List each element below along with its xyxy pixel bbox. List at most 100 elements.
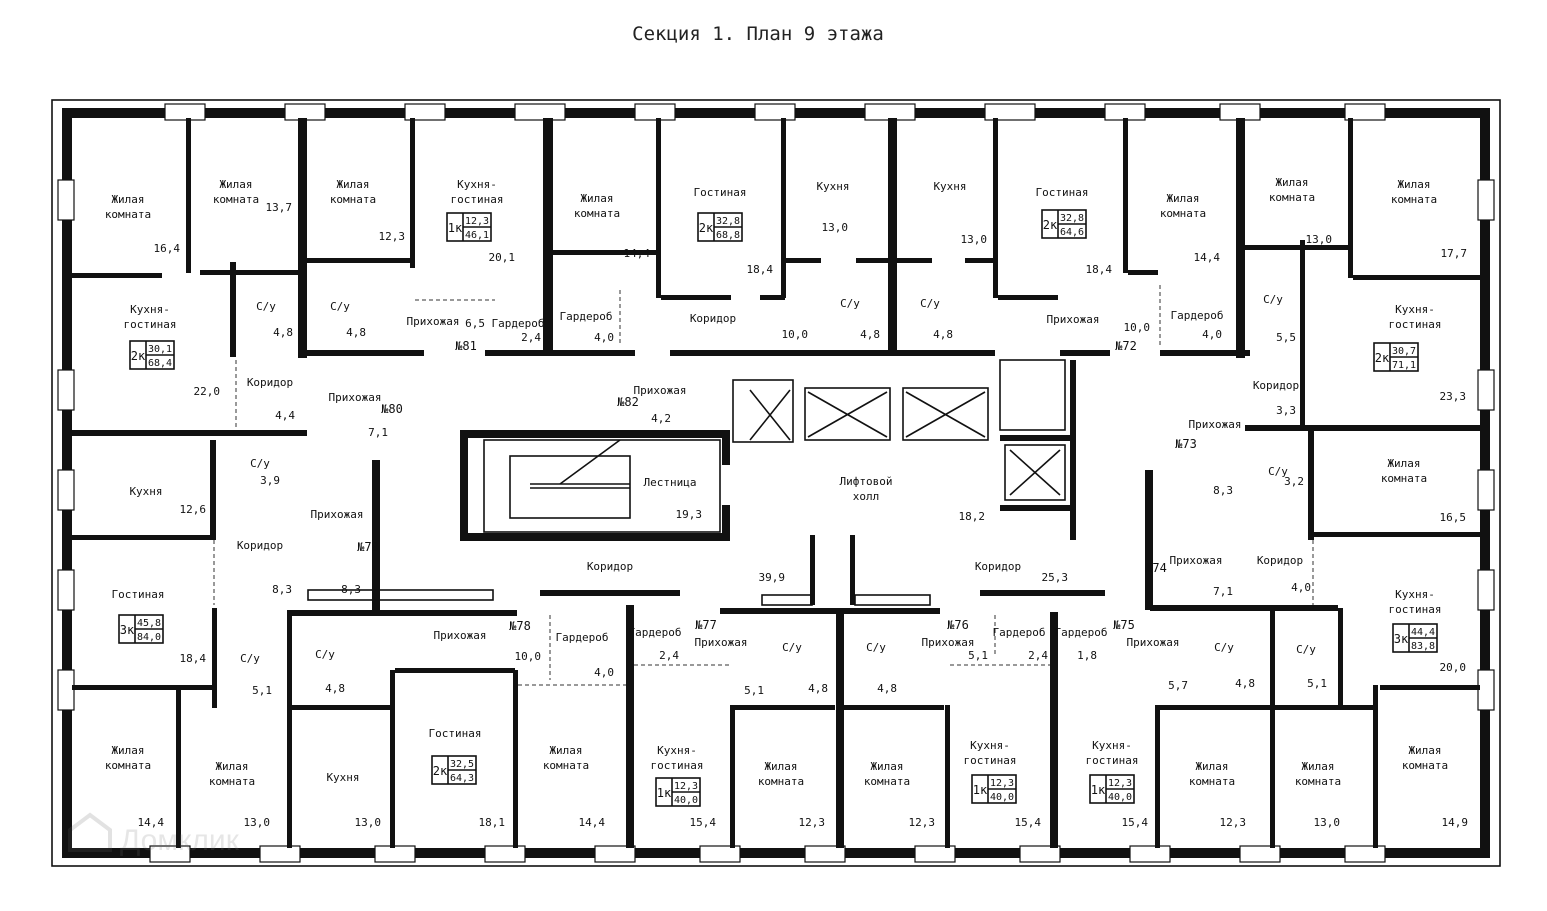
svg-text:12,3: 12,3 xyxy=(799,816,826,829)
svg-text:8,3: 8,3 xyxy=(272,583,292,596)
svg-text:комната: комната xyxy=(105,208,151,221)
svg-text:15,4: 15,4 xyxy=(1122,816,1149,829)
svg-text:12,3: 12,3 xyxy=(1220,816,1247,829)
svg-text:14,9: 14,9 xyxy=(1442,816,1469,829)
apartment-79: №79 xyxy=(357,540,379,554)
svg-text:холл: холл xyxy=(853,490,880,503)
badge-1k-40-0-a: 1к 12,3 40,0 xyxy=(655,777,701,807)
badge-2k-68-8: 2к 32,8 68,8 xyxy=(697,212,743,242)
interior-walls xyxy=(72,118,1480,848)
svg-text:Коридор: Коридор xyxy=(1253,379,1299,392)
svg-text:Прихожая: Прихожая xyxy=(1047,313,1100,326)
svg-text:Коридор: Коридор xyxy=(690,312,736,325)
svg-text:С/у: С/у xyxy=(256,300,276,313)
svg-text:30,7: 30,7 xyxy=(1392,346,1416,357)
svg-text:Прихожая: Прихожая xyxy=(634,384,687,397)
svg-text:С/у: С/у xyxy=(782,641,802,654)
svg-text:4,8: 4,8 xyxy=(860,328,880,341)
svg-text:С/у: С/у xyxy=(1268,465,1288,478)
svg-text:13,0: 13,0 xyxy=(822,221,849,234)
apartment-73: №73 xyxy=(1175,437,1197,451)
apartment-81: №81 xyxy=(455,339,477,353)
svg-text:13,0: 13,0 xyxy=(355,816,382,829)
apartment-numbers: №72 №73 №74 №75 №76 №77 №78 №79 №80 №81 … xyxy=(357,339,1197,633)
svg-text:1,8: 1,8 xyxy=(1077,649,1097,662)
apartment-77: №77 xyxy=(695,618,717,632)
svg-text:40,0: 40,0 xyxy=(1108,792,1132,803)
svg-text:Жилая: Жилая xyxy=(111,193,144,206)
svg-text:Кухня-: Кухня- xyxy=(130,303,170,316)
svg-text:13,0: 13,0 xyxy=(244,816,271,829)
svg-text:Домклик: Домклик xyxy=(120,824,240,857)
svg-text:14,4: 14,4 xyxy=(579,816,606,829)
apartment-78: №78 xyxy=(509,619,531,633)
svg-text:15,4: 15,4 xyxy=(690,816,717,829)
svg-text:4,8: 4,8 xyxy=(808,682,828,695)
svg-text:20,1: 20,1 xyxy=(489,251,516,264)
watermark-logo: Домклик xyxy=(68,812,240,857)
apartment-72: №72 xyxy=(1115,339,1137,353)
svg-text:Жилая: Жилая xyxy=(336,178,369,191)
svg-text:Гардероб: Гардероб xyxy=(993,626,1046,639)
svg-text:Гостиная: Гостиная xyxy=(1036,186,1089,199)
svg-text:2,4: 2,4 xyxy=(1028,649,1048,662)
svg-text:Кухня-: Кухня- xyxy=(970,739,1010,752)
svg-text:3к: 3к xyxy=(120,623,135,637)
svg-text:4,8: 4,8 xyxy=(325,682,345,695)
svg-text:4,0: 4,0 xyxy=(594,331,614,344)
svg-text:Жилая: Жилая xyxy=(870,760,903,773)
svg-text:4,0: 4,0 xyxy=(594,666,614,679)
svg-text:68,4: 68,4 xyxy=(148,358,172,369)
svg-text:комната: комната xyxy=(330,193,376,206)
svg-text:комната: комната xyxy=(1295,775,1341,788)
svg-text:3,3: 3,3 xyxy=(1276,404,1296,417)
svg-text:32,8: 32,8 xyxy=(716,216,740,227)
apartment-76: №76 xyxy=(947,618,969,632)
svg-text:С/у: С/у xyxy=(840,297,860,310)
apartment-75: №75 xyxy=(1113,618,1135,632)
svg-text:Коридор: Коридор xyxy=(1257,554,1303,567)
svg-text:18,4: 18,4 xyxy=(747,263,774,276)
svg-text:Жилая: Жилая xyxy=(1195,760,1228,773)
svg-text:комната: комната xyxy=(213,193,259,206)
svg-text:Жилая: Жилая xyxy=(219,178,252,191)
svg-text:Жилая: Жилая xyxy=(764,760,797,773)
svg-text:гостиная: гостиная xyxy=(964,754,1017,767)
svg-text:С/у: С/у xyxy=(330,300,350,313)
svg-text:13,7: 13,7 xyxy=(266,201,293,214)
svg-text:Кухня-: Кухня- xyxy=(1395,588,1435,601)
svg-text:10,0: 10,0 xyxy=(515,650,542,663)
svg-text:3,2: 3,2 xyxy=(1284,475,1304,488)
svg-text:гостиная: гостиная xyxy=(1389,603,1442,616)
badge-1k-40-0-c: 1к 12,3 40,0 xyxy=(1089,774,1135,804)
svg-text:Гардероб: Гардероб xyxy=(1171,309,1224,322)
svg-text:С/у: С/у xyxy=(240,652,260,665)
apartment-80: №80 xyxy=(381,402,403,416)
svg-text:Кухня: Кухня xyxy=(816,180,849,193)
svg-text:2,4: 2,4 xyxy=(521,331,541,344)
svg-text:Жилая: Жилая xyxy=(1166,192,1199,205)
svg-text:10,0: 10,0 xyxy=(1124,321,1151,334)
svg-text:84,0: 84,0 xyxy=(137,632,161,643)
svg-text:19,3: 19,3 xyxy=(676,508,703,521)
svg-text:68,8: 68,8 xyxy=(716,230,740,241)
svg-text:Прихожая: Прихожая xyxy=(311,508,364,521)
area-values: 16,4 13,7 12,3 20,1 14,4 18,4 13,0 13,0 … xyxy=(138,201,1469,829)
svg-text:С/у: С/у xyxy=(1263,293,1283,306)
svg-text:Коридор: Коридор xyxy=(247,376,293,389)
svg-text:Кухня-: Кухня- xyxy=(657,744,697,757)
svg-text:Кухня: Кухня xyxy=(326,771,359,784)
svg-text:32,5: 32,5 xyxy=(450,759,474,770)
svg-text:Гардероб: Гардероб xyxy=(556,631,609,644)
svg-text:1к: 1к xyxy=(657,786,672,800)
svg-text:23,3: 23,3 xyxy=(1440,390,1467,403)
svg-text:13,0: 13,0 xyxy=(961,233,988,246)
svg-text:Прихожая: Прихожая xyxy=(1170,554,1223,567)
svg-text:12,3: 12,3 xyxy=(465,216,489,227)
svg-text:гостиная: гостиная xyxy=(1389,318,1442,331)
svg-text:Лифтовой: Лифтовой xyxy=(840,475,893,488)
svg-text:С/у: С/у xyxy=(920,297,940,310)
svg-text:4,8: 4,8 xyxy=(1235,677,1255,690)
svg-text:5,1: 5,1 xyxy=(252,684,272,697)
svg-text:1к: 1к xyxy=(973,783,988,797)
